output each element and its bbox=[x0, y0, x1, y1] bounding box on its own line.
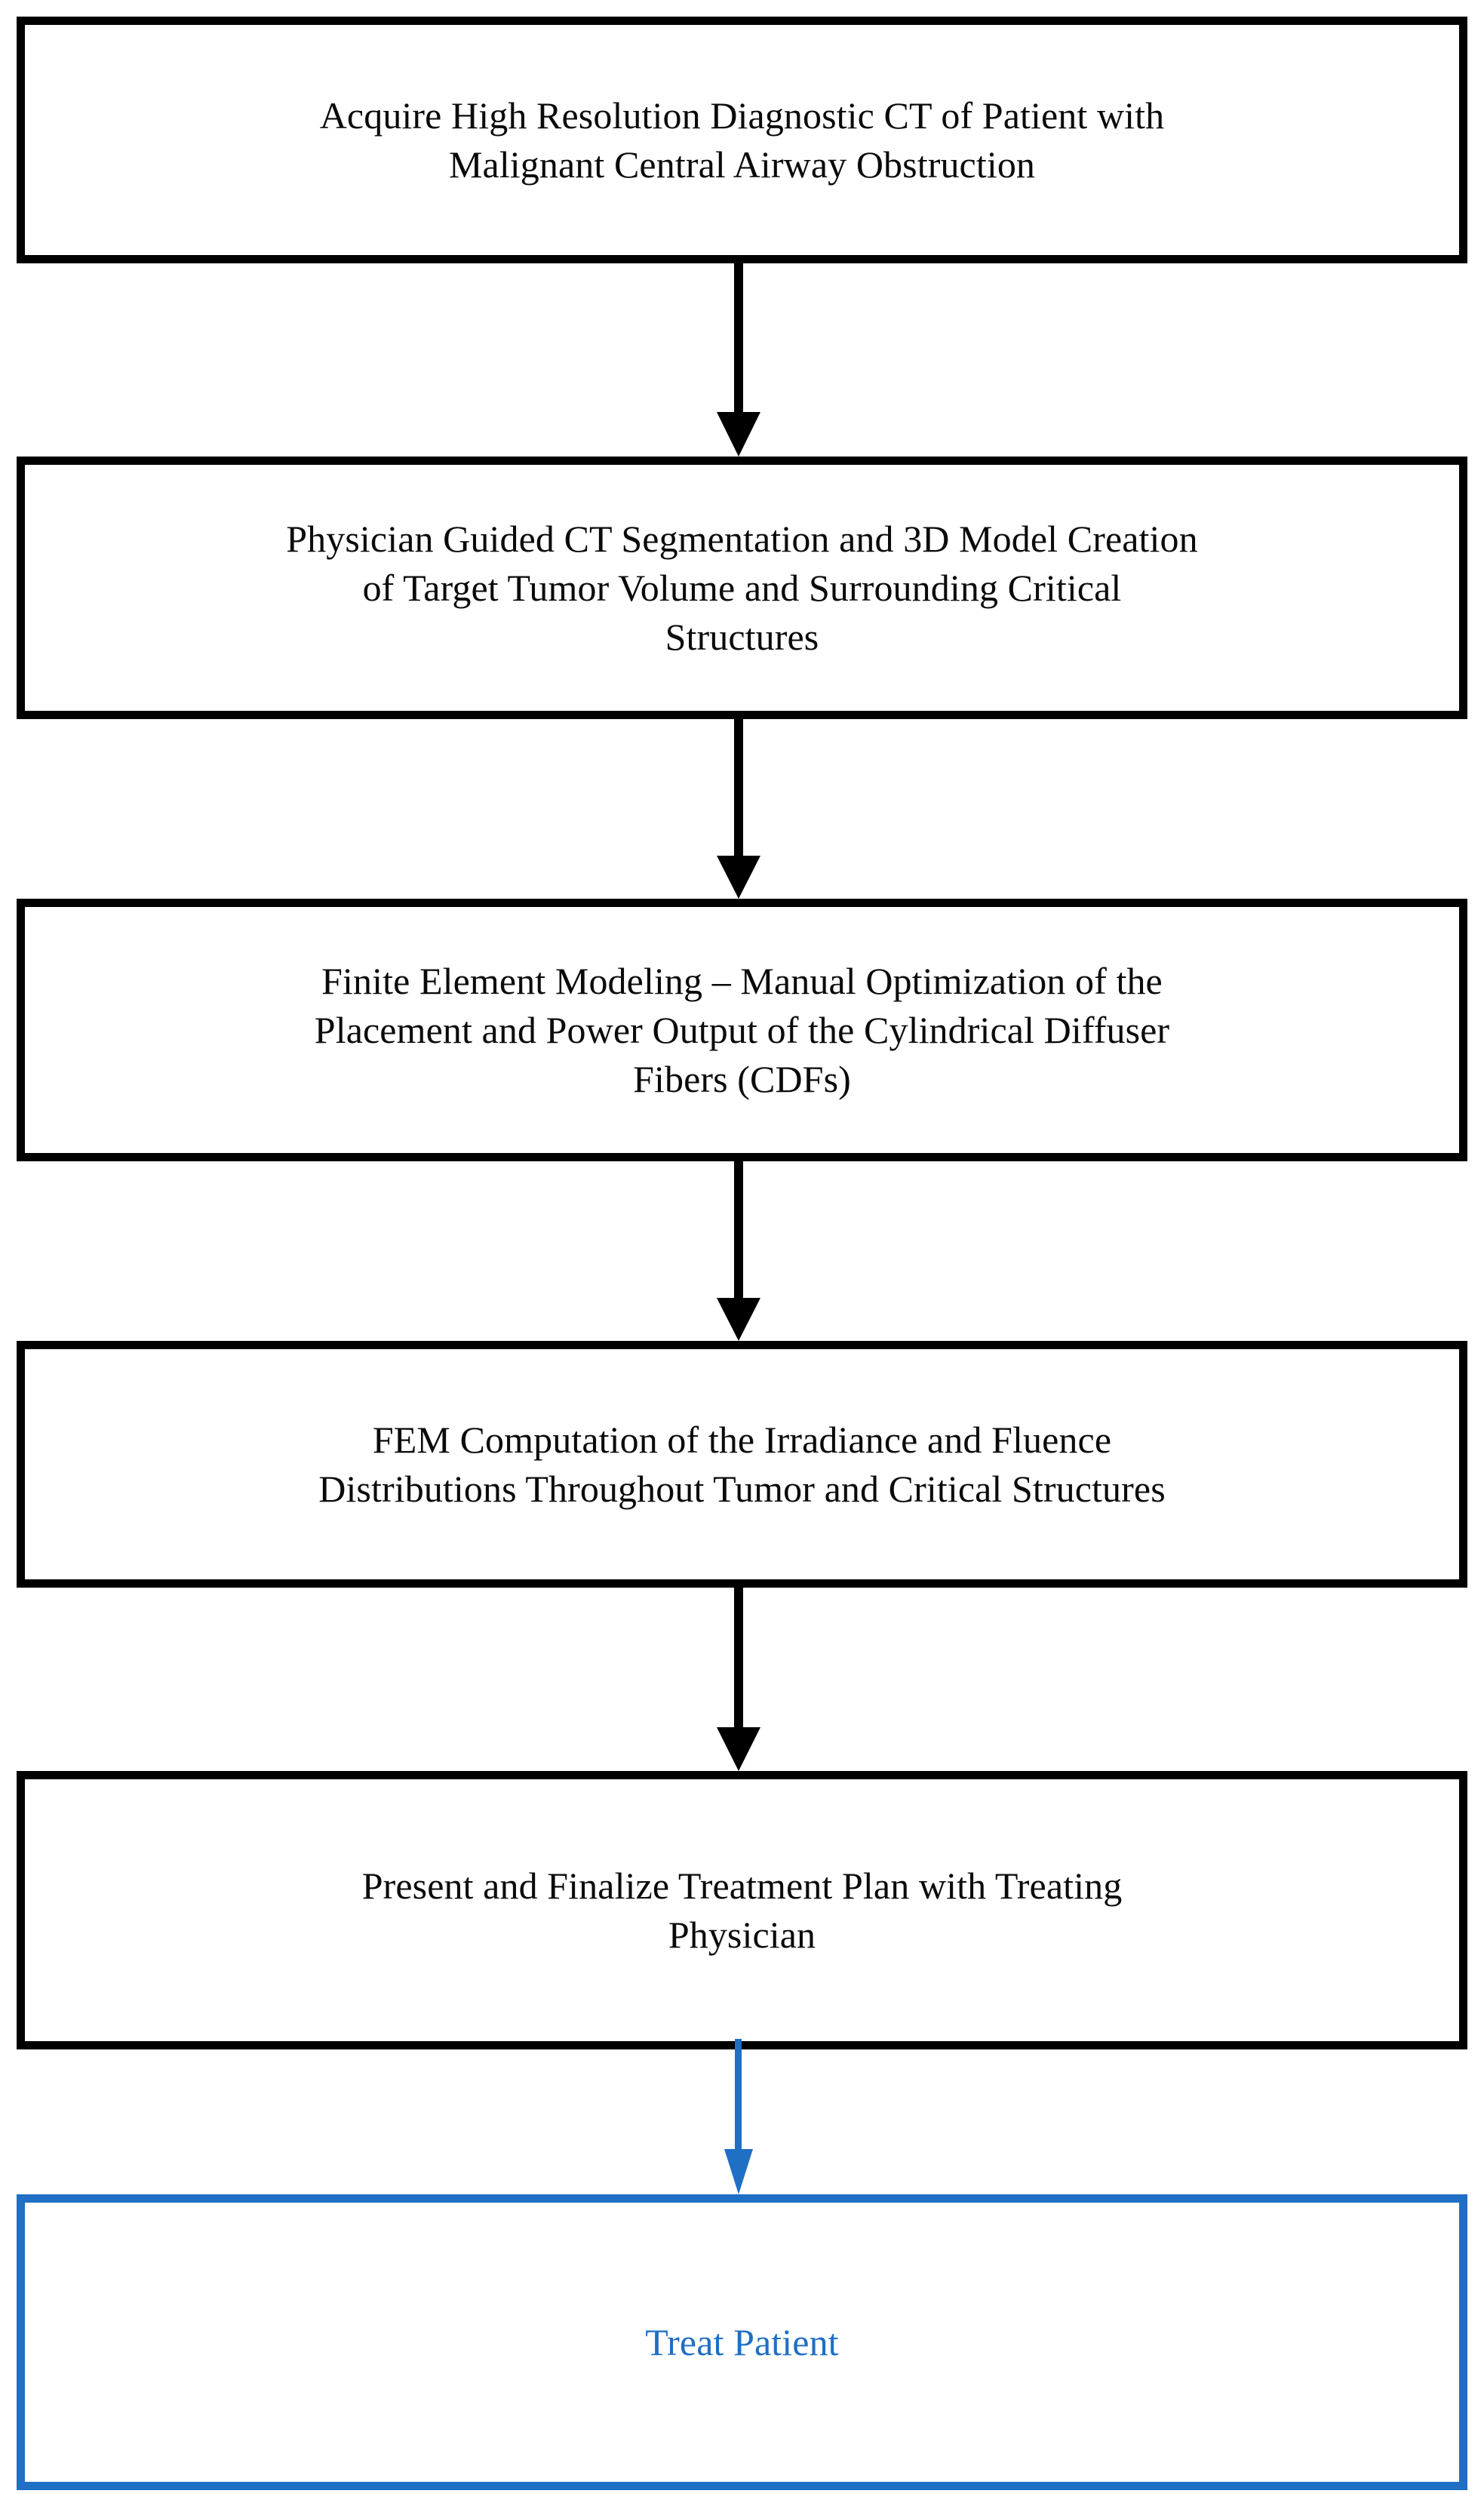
flow-arrow-fem-modeling-to-fem-computation bbox=[712, 1161, 765, 1342]
flow-arrow-segmentation-to-fem-modeling bbox=[712, 719, 765, 900]
flow-node-acquire-ct[interactable]: Acquire High Resolution Diagnostic CT of… bbox=[17, 17, 1467, 263]
flow-node-label: Acquire High Resolution Diagnostic CT of… bbox=[319, 94, 1165, 186]
flow-arrow-acquire-to-segmentation bbox=[712, 263, 765, 458]
flow-arrow-fem-computation-to-finalize-plan bbox=[712, 1588, 765, 1773]
flow-node-label: FEM Computation of the Irradiance and Fl… bbox=[318, 1418, 1166, 1510]
flow-node-fem-computation[interactable]: FEM Computation of the Irradiance and Fl… bbox=[17, 1341, 1467, 1588]
flow-node-segmentation-model[interactable]: Physician Guided CT Segmentation and 3D … bbox=[17, 457, 1467, 719]
flow-node-label: Present and Finalize Treatment Plan with… bbox=[361, 1864, 1123, 1956]
flow-node-finite-element-modeling[interactable]: Finite Element Modeling – Manual Optimiz… bbox=[17, 899, 1467, 1161]
flow-arrow-finalize-plan-to-treat-patient bbox=[717, 2039, 760, 2196]
flow-node-label: Treat Patient bbox=[645, 2320, 839, 2363]
flow-node-treat-patient[interactable]: Treat Patient bbox=[17, 2194, 1467, 2490]
flow-node-label: Physician Guided CT Segmentation and 3D … bbox=[286, 517, 1198, 658]
flow-node-finalize-plan[interactable]: Present and Finalize Treatment Plan with… bbox=[17, 1771, 1467, 2049]
flow-node-label: Finite Element Modeling – Manual Optimiz… bbox=[314, 959, 1170, 1100]
